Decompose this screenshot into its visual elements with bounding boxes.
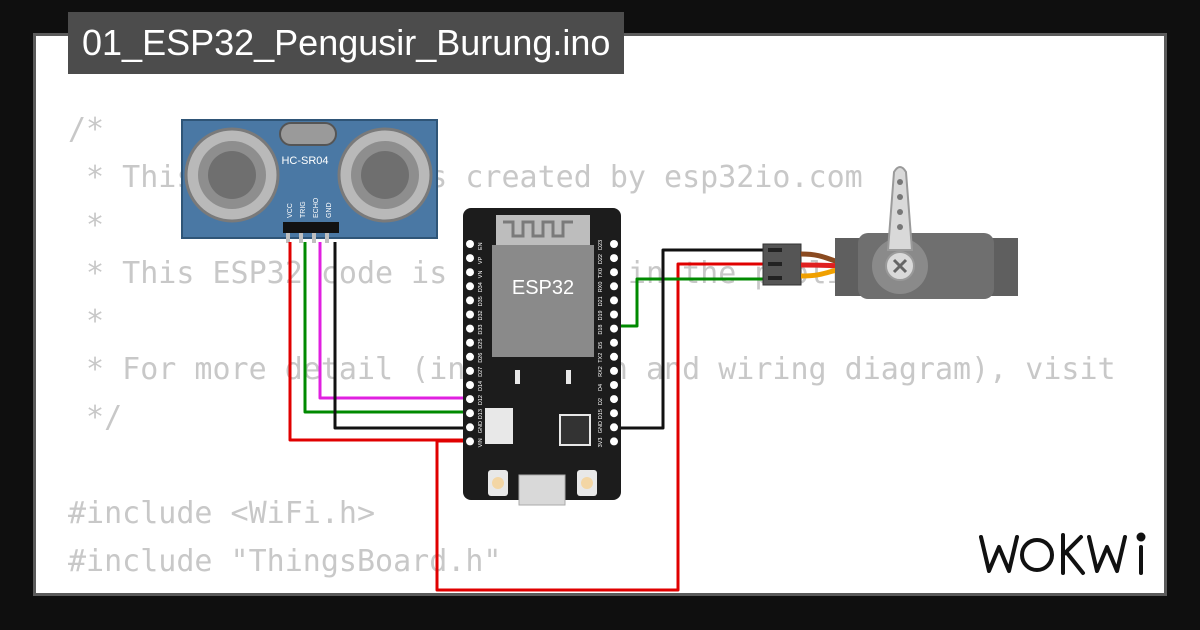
code-line: /* xyxy=(68,112,105,147)
board-pin-left[interactable] xyxy=(466,395,474,404)
board-pin-label: D26 xyxy=(478,353,484,363)
wires xyxy=(288,242,768,592)
sensor-pin-trig: TRIG xyxy=(300,201,307,218)
code-line: */ xyxy=(68,400,123,435)
board-pin-left[interactable] xyxy=(466,324,474,333)
board-pin-label: RX0 xyxy=(598,282,604,293)
sensor-pin-echo: ECHO xyxy=(313,197,320,218)
board-pin-label: D25 xyxy=(478,339,484,349)
board-pin-left[interactable] xyxy=(466,268,474,277)
board-pin-label: GND xyxy=(598,421,604,433)
board-pin-label: D13 xyxy=(478,409,484,419)
board-pin-label: D18 xyxy=(598,325,604,335)
board-pin-left[interactable] xyxy=(466,296,474,305)
board-pin-left[interactable] xyxy=(466,423,474,432)
board-pin-right[interactable] xyxy=(610,395,618,404)
code-line: #include <ESP32Servo.h> xyxy=(68,586,1116,593)
board-pin-label: D22 xyxy=(598,254,604,264)
sensor-pin-gnd: GND xyxy=(326,202,333,218)
board-pin-right[interactable] xyxy=(610,310,618,319)
board-pin-left[interactable] xyxy=(466,282,474,291)
wire-echo xyxy=(318,242,470,400)
board-pin-label: D5 xyxy=(598,342,604,349)
wire-gnd xyxy=(333,242,470,430)
board-pin-left[interactable] xyxy=(466,366,474,375)
board-pin-label: D14 xyxy=(478,381,484,391)
sensor-label: HC-SR04 xyxy=(281,155,328,167)
board-pin-label: GND xyxy=(478,421,484,433)
board-pin-right[interactable] xyxy=(610,296,618,305)
board-pin-left[interactable] xyxy=(466,254,474,263)
code-line: #include <WiFi.h> xyxy=(68,496,376,531)
board-pin-label: D19 xyxy=(598,310,604,320)
board-pin-label: VIN xyxy=(478,438,484,447)
code-line: * xyxy=(68,304,105,339)
board-pin-label: EN xyxy=(478,242,484,250)
board-pin-label: D34 xyxy=(478,282,484,292)
board-pin-label: D12 xyxy=(478,395,484,405)
board-pin-left[interactable] xyxy=(466,240,474,248)
board-pin-label: RX2 xyxy=(598,366,604,377)
board-label: ESP32 xyxy=(512,277,574,299)
board-pin-label: D23 xyxy=(598,240,604,250)
wokwi-logo-icon[interactable] xyxy=(975,525,1155,581)
wire-servo-signal xyxy=(612,277,768,328)
wire-servo-ground xyxy=(612,248,768,430)
board-pin-label: D2 xyxy=(598,398,604,405)
board-pin-label: D35 xyxy=(478,296,484,306)
board-pin-right[interactable] xyxy=(610,240,618,248)
wire-trig xyxy=(303,242,470,414)
board-pin-label: 3V3 xyxy=(598,438,604,448)
board-pin-left[interactable] xyxy=(466,437,474,446)
board-pin-left[interactable] xyxy=(466,409,474,418)
code-line: * xyxy=(68,208,105,243)
wire-vcc xyxy=(288,242,470,442)
sensor-pin-vcc: VCC xyxy=(287,203,294,218)
servo-motor-icon[interactable] xyxy=(762,166,1018,299)
board-pin-label: TX2 xyxy=(598,353,604,363)
board-pin-label: D27 xyxy=(478,367,484,377)
board-pin-right[interactable] xyxy=(610,423,618,432)
board-pin-label: TX0 xyxy=(598,268,604,278)
board-pin-label: D32 xyxy=(478,310,484,320)
board-pin-label: VP xyxy=(478,256,484,264)
board-pin-label: D21 xyxy=(598,296,604,306)
board-pin-right[interactable] xyxy=(610,254,618,263)
board-pin-left[interactable] xyxy=(466,310,474,319)
board-pin-left[interactable] xyxy=(466,338,474,347)
project-title[interactable]: 01_ESP32_Pengusir_Burung.ino xyxy=(68,12,625,74)
board-pin-right[interactable] xyxy=(610,366,618,375)
board-pin-right[interactable] xyxy=(610,437,618,446)
board-pin-right[interactable] xyxy=(610,268,618,277)
board-pin-right[interactable] xyxy=(610,338,618,347)
board-pin-right[interactable] xyxy=(610,282,618,291)
board-pin-label: D33 xyxy=(478,325,484,335)
ultrasonic-sensor-icon[interactable]: HC-SR04 VCC TRIG ECHO GND xyxy=(181,119,438,243)
board-pin-right[interactable] xyxy=(610,381,618,389)
board-pin-right[interactable] xyxy=(610,409,618,418)
board-pin-right[interactable] xyxy=(610,352,618,361)
board-pin-right[interactable] xyxy=(610,324,618,333)
code-line: #include "ThingsBoard.h" xyxy=(68,544,502,579)
board-pin-label: D4 xyxy=(598,384,604,391)
board-pin-left[interactable] xyxy=(466,352,474,361)
board-pin-label: VN xyxy=(478,271,484,279)
board-pin-label: D15 xyxy=(598,409,604,419)
board-pin-left[interactable] xyxy=(466,381,474,389)
esp32-board-icon[interactable]: ESP32 ENVPVND34D35D32D33D25D26D27D14D12D… xyxy=(463,208,621,506)
wire-servo-power xyxy=(435,262,768,592)
